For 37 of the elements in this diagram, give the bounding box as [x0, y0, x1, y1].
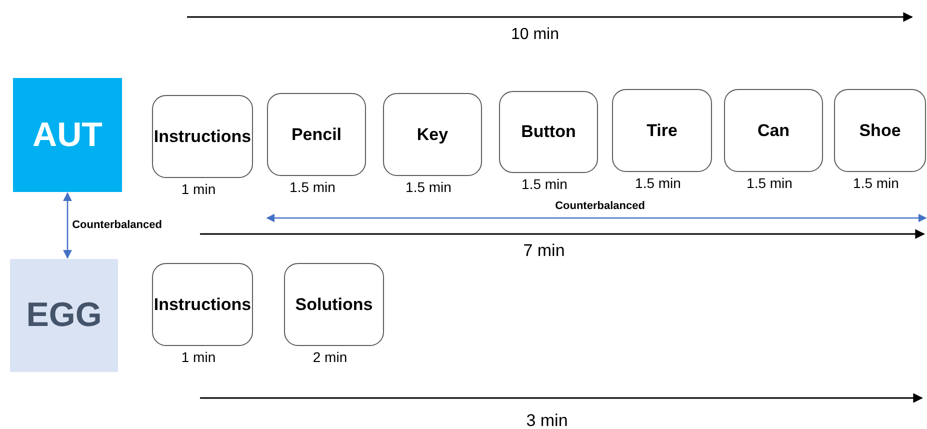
- duration-label: 3 min: [526, 411, 568, 429]
- step-box: [612, 89, 712, 172]
- note-label: Counterbalanced: [555, 200, 645, 212]
- task-label: AUT: [32, 116, 102, 154]
- duration-label: 1.5 min: [635, 175, 681, 191]
- double-arrow: [62, 192, 72, 259]
- task-block: [13, 78, 122, 192]
- note-label: Counterbalanced: [72, 219, 162, 231]
- duration-label: 1 min: [181, 181, 216, 197]
- step-box: [284, 263, 384, 346]
- step-box: [152, 263, 253, 346]
- task-label: EGG: [26, 296, 102, 335]
- duration-label: 1.5 min: [406, 179, 452, 195]
- step-box: [724, 89, 823, 172]
- task-block: [10, 259, 118, 372]
- step-label: Instructions: [154, 294, 252, 314]
- duration-label: 1.5 min: [290, 179, 336, 195]
- duration-label: 1.5 min: [522, 176, 568, 192]
- step-label: Key: [416, 124, 448, 144]
- step-label: Instructions: [154, 126, 252, 146]
- step-box: [383, 93, 482, 176]
- step-label: Shoe: [859, 120, 901, 140]
- step-label: Button: [521, 122, 576, 142]
- duration-label: 7 min: [523, 241, 565, 261]
- duration-label: 10 min: [510, 26, 560, 44]
- step-label: Tire: [646, 120, 678, 140]
- step-box: [267, 93, 366, 176]
- step-box: [499, 91, 598, 173]
- step-label: Can: [757, 120, 790, 140]
- duration-label: 1.5 min: [746, 175, 792, 191]
- duration-label: 1.5 min: [853, 175, 899, 191]
- duration-label: 1 min: [181, 349, 216, 365]
- step-box: [834, 89, 926, 172]
- step-box: [152, 95, 253, 178]
- duration-label: 2 min: [312, 349, 348, 365]
- step-label: Solutions: [295, 294, 373, 314]
- step-label: Pencil: [291, 124, 342, 144]
